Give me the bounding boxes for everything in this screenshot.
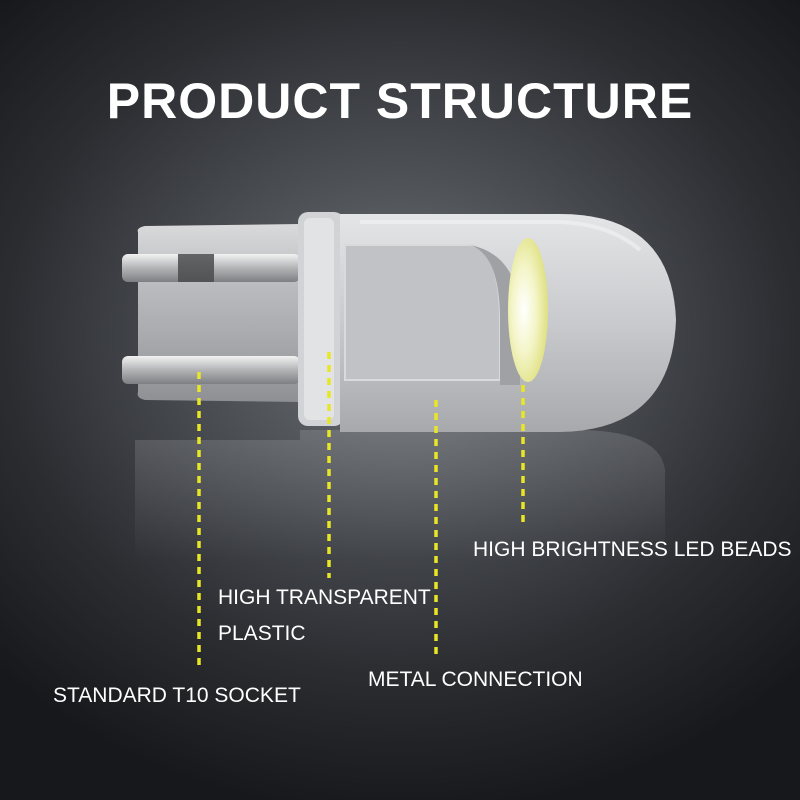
label-metal-connection: METAL CONNECTION	[368, 668, 583, 691]
label-transparent-plastic: HIGH TRANSPARENT PLASTIC	[218, 580, 431, 652]
label-plastic-line2: PLASTIC	[218, 622, 306, 645]
label-led-beads: HIGH BRIGHTNESS LED BEADS	[473, 538, 792, 561]
label-t10-socket: STANDARD T10 SOCKET	[53, 684, 301, 707]
page-title: PRODUCT STRUCTURE	[106, 73, 694, 129]
label-plastic-line1: HIGH TRANSPARENT	[218, 586, 431, 609]
